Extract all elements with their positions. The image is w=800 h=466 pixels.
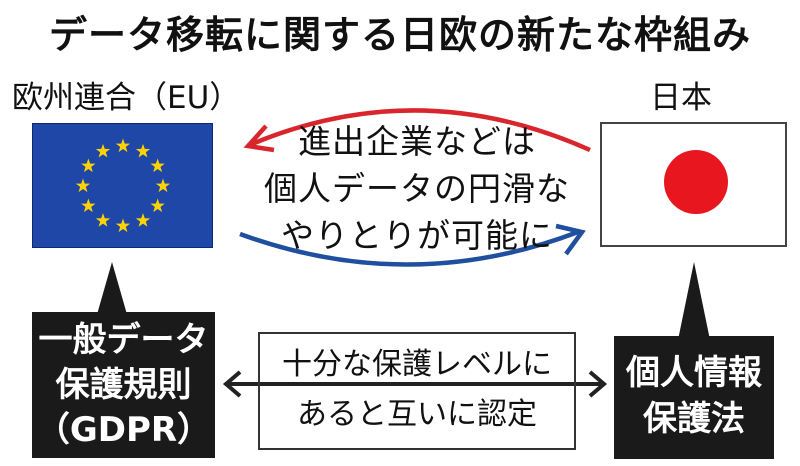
gdpr-line-2: 保護規則 xyxy=(55,365,192,405)
pi-line-2: 保護法 xyxy=(643,399,745,439)
eu-star-icon xyxy=(135,213,151,227)
gdpr-line-1: 一般データ xyxy=(38,320,209,360)
double-arrow-icon xyxy=(222,370,608,398)
exchange-line-2: 個人データの円滑な xyxy=(264,169,570,208)
exchange-text: 進出企業などは 個人データの円滑な やりとりが可能に xyxy=(244,118,590,259)
eu-star-icon xyxy=(115,138,131,153)
mutual-recognition-box: 十分な保護レベルに あると互いに認定 xyxy=(258,332,576,450)
gdpr-line-3: （GDPR） xyxy=(35,410,212,450)
japan-callout-pointer xyxy=(678,262,710,340)
pi-line-1: 個人情報 xyxy=(626,353,762,393)
eu-star-icon xyxy=(115,218,131,233)
eu-star-icon xyxy=(81,158,96,173)
japan-flag-icon xyxy=(600,122,787,247)
eu-star-icon xyxy=(75,178,91,193)
eu-star-icon xyxy=(150,198,165,213)
mutual-line-2: あると互いに認定 xyxy=(297,397,537,432)
arrow-to-eu-icon xyxy=(251,108,591,153)
mutual-line-1: 十分な保護レベルに xyxy=(282,347,552,382)
eu-star-icon xyxy=(155,178,171,193)
arrow-to-japan-head xyxy=(555,223,586,256)
arrow-to-japan-icon xyxy=(239,229,579,267)
japan-label: 日本 xyxy=(650,80,712,116)
diagram-title: データ移転に関する日欧の新たな枠組み xyxy=(48,13,751,57)
eu-star-icon xyxy=(135,143,151,158)
exchange-line-1: 進出企業などは xyxy=(298,122,536,161)
eu-stars xyxy=(75,138,171,233)
eu-star-icon xyxy=(95,213,111,227)
arrow-to-eu-head xyxy=(243,124,275,153)
eu-star-icon xyxy=(150,158,165,173)
japan-sun xyxy=(664,150,728,214)
gdpr-box: 一般データ 保護規則 （GDPR） xyxy=(32,312,215,458)
eu-label: 欧州連合（EU） xyxy=(12,80,241,116)
eu-flag-icon xyxy=(32,123,213,248)
eu-star-icon xyxy=(81,198,96,213)
exchange-line-3: やりとりが可能に xyxy=(281,216,553,255)
eu-star-icon xyxy=(95,143,111,158)
personal-info-law-box: 個人情報 保護法 xyxy=(614,336,774,459)
eu-callout-pointer xyxy=(96,262,128,318)
